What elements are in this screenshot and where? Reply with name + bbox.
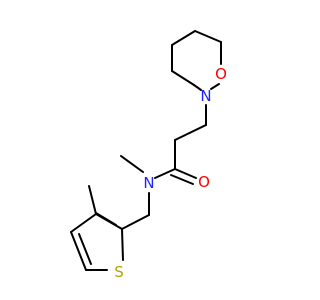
bond-thiophene-c2-c3-inner <box>95 212 117 226</box>
bond-thiophene-methyl <box>88 185 97 215</box>
bonds <box>70 30 222 271</box>
bond-c3-c4 <box>171 70 195 86</box>
bond-n-o <box>210 83 220 90</box>
bond-thiophene-s-c2 <box>121 228 124 261</box>
bond-ch2-c2-thiophene <box>121 214 150 230</box>
bond-ch2-ch2 <box>174 124 207 141</box>
structure-canvas: O N O N S <box>70 30 227 281</box>
bond-n-methyl <box>120 155 144 173</box>
bond-c4-n <box>193 84 202 91</box>
bond-co-n <box>154 168 176 179</box>
bond-thiophene-c4-c5-inner <box>78 233 92 265</box>
amide-nitrogen-label: N <box>143 174 154 192</box>
bond-thiophene-c3-c4 <box>70 213 97 233</box>
bond-co-o-a <box>174 168 197 179</box>
atom-labels: O N O N S <box>114 65 227 281</box>
ring-nitrogen-label: N <box>200 87 211 105</box>
bond-co-o-b <box>170 174 194 185</box>
carbonyl-oxygen-label: O <box>198 173 210 191</box>
bond-c5-c1 <box>194 30 222 43</box>
thiophene-sulfur-label: S <box>114 263 124 281</box>
molecule-structure: O N O N S <box>70 30 227 281</box>
ring-oxygen-label: O <box>215 65 227 83</box>
bond-thiophene-c4-c5 <box>70 231 87 271</box>
bond-c1-c2 <box>171 30 196 46</box>
